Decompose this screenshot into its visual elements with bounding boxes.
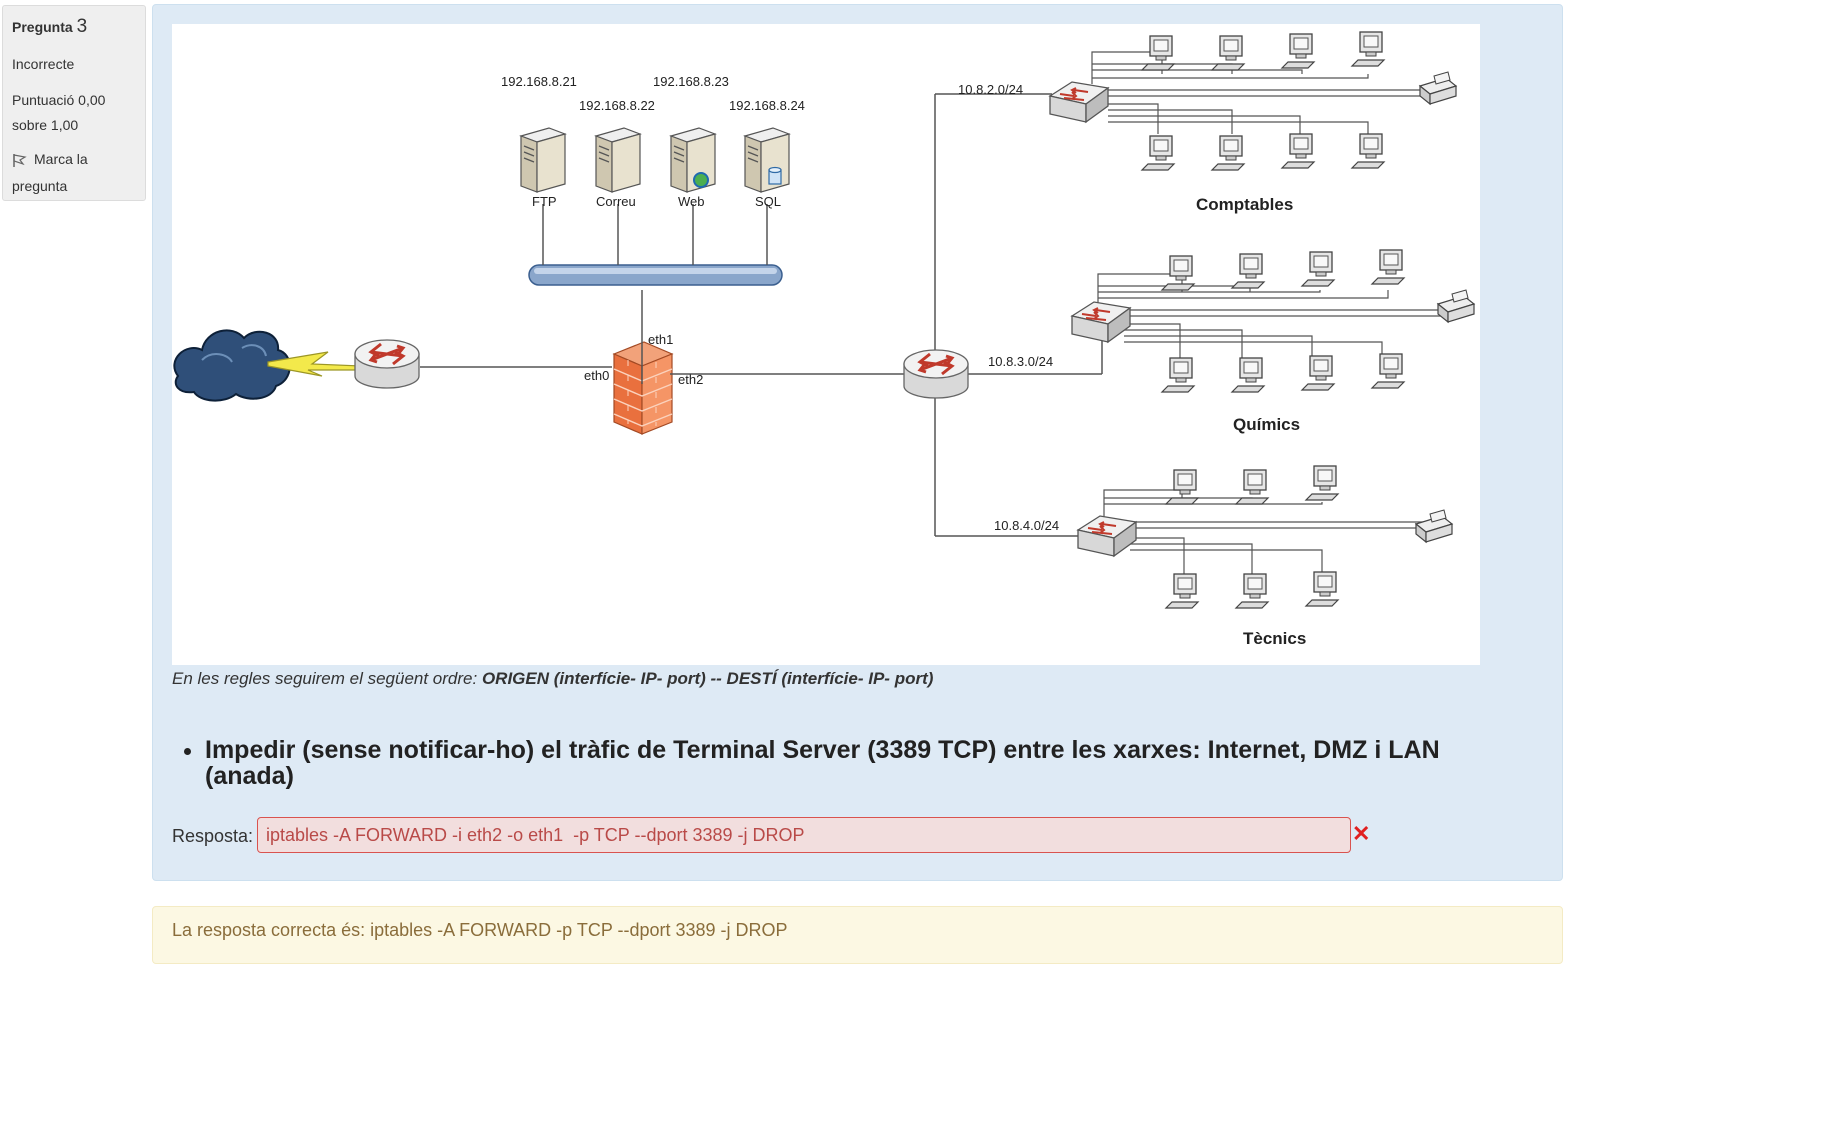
subnet-tecnics: 10.8.4.0/24	[994, 518, 1059, 533]
flag-question-link[interactable]: Marca la pregunta	[12, 151, 88, 194]
server-label-ftp: FTP	[532, 194, 557, 209]
pc-icon	[1235, 469, 1269, 505]
pc-icon	[1141, 135, 1175, 171]
flag-icon	[13, 154, 27, 168]
pc-icon	[1281, 33, 1315, 69]
subnet-quimics: 10.8.3.0/24	[988, 354, 1053, 369]
question-grade: Puntuació 0,00 sobre 1,00	[12, 91, 106, 134]
server-label-sql: SQL	[755, 194, 781, 209]
pc-icon	[1161, 357, 1195, 393]
dmz-bus	[528, 264, 783, 286]
switch-tecnics-icon	[1077, 515, 1137, 557]
question-info-panel: Pregunta 3 Incorrecte Puntuació 0,00 sob…	[2, 5, 146, 201]
group-tecnics: Tècnics	[1243, 629, 1306, 648]
database-icon	[768, 166, 782, 185]
answer-input[interactable]	[257, 817, 1351, 853]
printer-icon	[1419, 71, 1457, 105]
edge-router-icon	[353, 338, 421, 390]
question-number: 3	[76, 16, 88, 37]
task-item: Impedir (sense notificar-ho) el tràfic d…	[205, 737, 1477, 790]
group-quimics: Químics	[1233, 415, 1300, 434]
printer-icon	[1437, 289, 1475, 323]
correct-answer-feedback: La resposta correcta és: iptables -A FOR…	[152, 906, 1563, 964]
printer-icon	[1415, 509, 1453, 543]
pc-icon	[1351, 31, 1385, 67]
pc-icon	[1231, 253, 1265, 289]
switch-quimics-icon	[1071, 301, 1131, 343]
ip-sql: 192.168.8.24	[729, 98, 805, 113]
ip-ftp: 192.168.8.21	[501, 74, 577, 89]
pc-icon	[1235, 573, 1269, 609]
network-diagram: eth0 eth1 eth2 192.168.8.21 192.168.8.2	[172, 24, 1480, 665]
pc-icon	[1301, 355, 1335, 391]
task-statement: Impedir (sense notificar-ho) el tràfic d…	[187, 737, 1477, 790]
rule-order-caption: En les regles seguirem el següent ordre:…	[172, 669, 934, 688]
pc-icon	[1371, 249, 1405, 285]
question-content: eth0 eth1 eth2 192.168.8.21 192.168.8.2	[152, 4, 1563, 881]
pc-icon	[1305, 465, 1339, 501]
firewall-icon	[612, 341, 674, 435]
pc-icon	[1211, 135, 1245, 171]
incorrect-cross-icon: ✕	[1352, 821, 1371, 846]
ip-web: 192.168.8.23	[653, 74, 729, 89]
server-label-mail: Correu	[596, 194, 636, 209]
pc-icon	[1211, 35, 1245, 71]
ftp-server-icon	[520, 127, 566, 193]
server-label-web: Web	[678, 194, 705, 209]
answer-label: Resposta:	[172, 826, 254, 846]
question-title: Pregunta 3	[12, 16, 88, 37]
question-status: Incorrecte	[12, 56, 75, 72]
sql-server-icon	[744, 127, 790, 193]
lan-router-icon	[902, 348, 970, 400]
switch-comptables-icon	[1049, 81, 1109, 123]
pc-icon	[1301, 251, 1335, 287]
mail-server-icon	[595, 127, 641, 193]
pc-icon	[1141, 35, 1175, 71]
pc-icon	[1371, 353, 1405, 389]
pc-icon	[1281, 133, 1315, 169]
pc-icon	[1351, 133, 1385, 169]
pc-icon	[1165, 573, 1199, 609]
group-comptables: Comptables	[1196, 195, 1293, 214]
pc-icon	[1161, 255, 1195, 291]
eth1-label: eth1	[648, 332, 673, 347]
eth2-label: eth2	[678, 372, 703, 387]
answer-row: Resposta: ✕	[172, 817, 1402, 855]
pc-icon	[1231, 357, 1265, 393]
eth0-label: eth0	[584, 368, 609, 383]
subnet-comptables: 10.8.2.0/24	[958, 82, 1023, 97]
ip-mail: 192.168.8.22	[579, 98, 655, 113]
pc-icon	[1165, 469, 1199, 505]
pc-icon	[1305, 571, 1339, 607]
